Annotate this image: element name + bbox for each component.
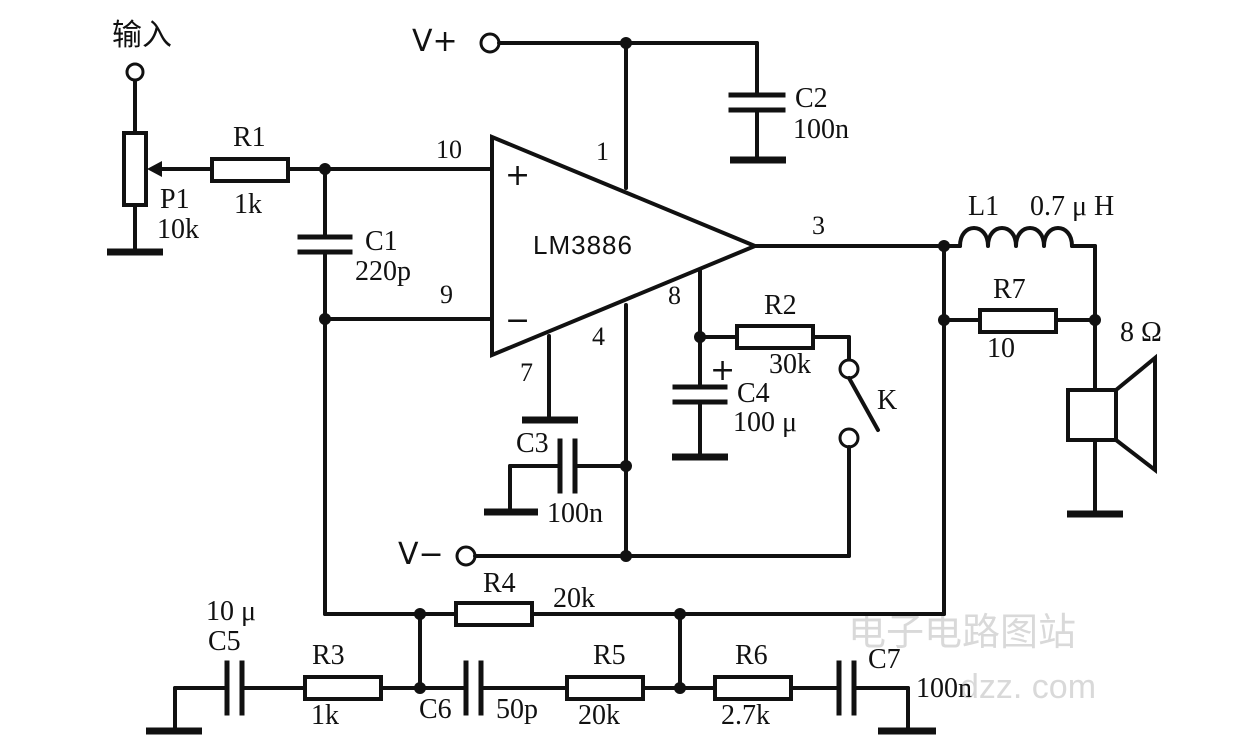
watermark-url: dzz. com [960,668,1096,706]
r2-label: R2 [764,290,797,321]
r7-label: R7 [993,274,1026,305]
c5-value: 10 μ [206,596,256,627]
c4-value: 100 μ [733,407,797,438]
c4-label: C4 [737,378,770,409]
ic-name: LM3886 [533,230,633,260]
pin-8: 8 [668,281,681,310]
resistor-r1 [210,157,290,183]
r3-value: 1k [311,700,339,731]
input-section [107,62,163,256]
resistor-r6 [713,675,793,701]
pin-9: 9 [440,280,453,309]
c1-label: C1 [365,226,398,257]
speaker-magnet [1066,388,1118,442]
pin-3: 3 [812,211,825,240]
speaker-icon [1114,353,1157,475]
c7-value: 100n [916,673,972,704]
c4-plus-sign: + [710,353,735,388]
vplus-terminal [479,32,501,54]
pin-10: 10 [436,135,462,164]
c1-value: 220p [355,256,411,287]
r4-label: R4 [483,568,516,599]
vminus-label: V− [398,537,444,572]
r5-label: R5 [593,640,626,671]
c3-label: C3 [516,428,549,459]
switch-k [847,376,880,432]
r6-value: 2.7k [721,700,770,731]
c5-label: C5 [208,626,241,657]
r1-value: 1k [234,189,262,220]
wiper-arrow-icon [147,161,162,177]
resistor-r4 [454,601,534,627]
inductor-l1 [958,226,1074,248]
c3-value: 100n [547,498,603,529]
p1-value: 10k [157,214,199,245]
r1-label: R1 [233,122,266,153]
speaker-label: 8 Ω [1120,317,1162,348]
pin-4: 4 [592,322,605,351]
op-amp-lm3886 [490,134,761,358]
watermark-cn: 电子电路图站 [848,610,1076,654]
r5-value: 20k [578,700,620,731]
c2-value: 100n [793,114,849,145]
c2-label: C2 [795,83,828,114]
plus-sign: + [505,158,530,193]
pin-7: 7 [520,358,533,387]
minus-sign: − [505,303,530,338]
input-terminal [125,62,145,82]
r4-value: 20k [553,583,595,614]
l1-label: L1 [968,191,999,222]
r6-label: R6 [735,640,768,671]
resistor-r2 [735,324,815,350]
resistor-r3 [303,675,383,701]
c7-label: C7 [868,644,901,675]
l1-value: 0.7 μ H [1030,191,1114,222]
r7-value: 10 [987,333,1015,364]
input-label: 输入 [112,18,172,53]
resistor-r5 [565,675,645,701]
vplus-label: V+ [412,24,458,59]
vminus-terminal [455,545,477,567]
switch-k-contact-bottom [838,427,860,449]
c6-label: C6 [419,694,452,725]
r2-value: 30k [769,349,811,380]
switch-k-contact-top [838,358,860,380]
resistor-r7 [978,308,1058,334]
c6-value: 50p [496,694,538,725]
r3-label: R3 [312,640,345,671]
pin-1: 1 [596,137,609,166]
k-label: K [877,385,897,416]
p1-label: P1 [160,184,190,215]
